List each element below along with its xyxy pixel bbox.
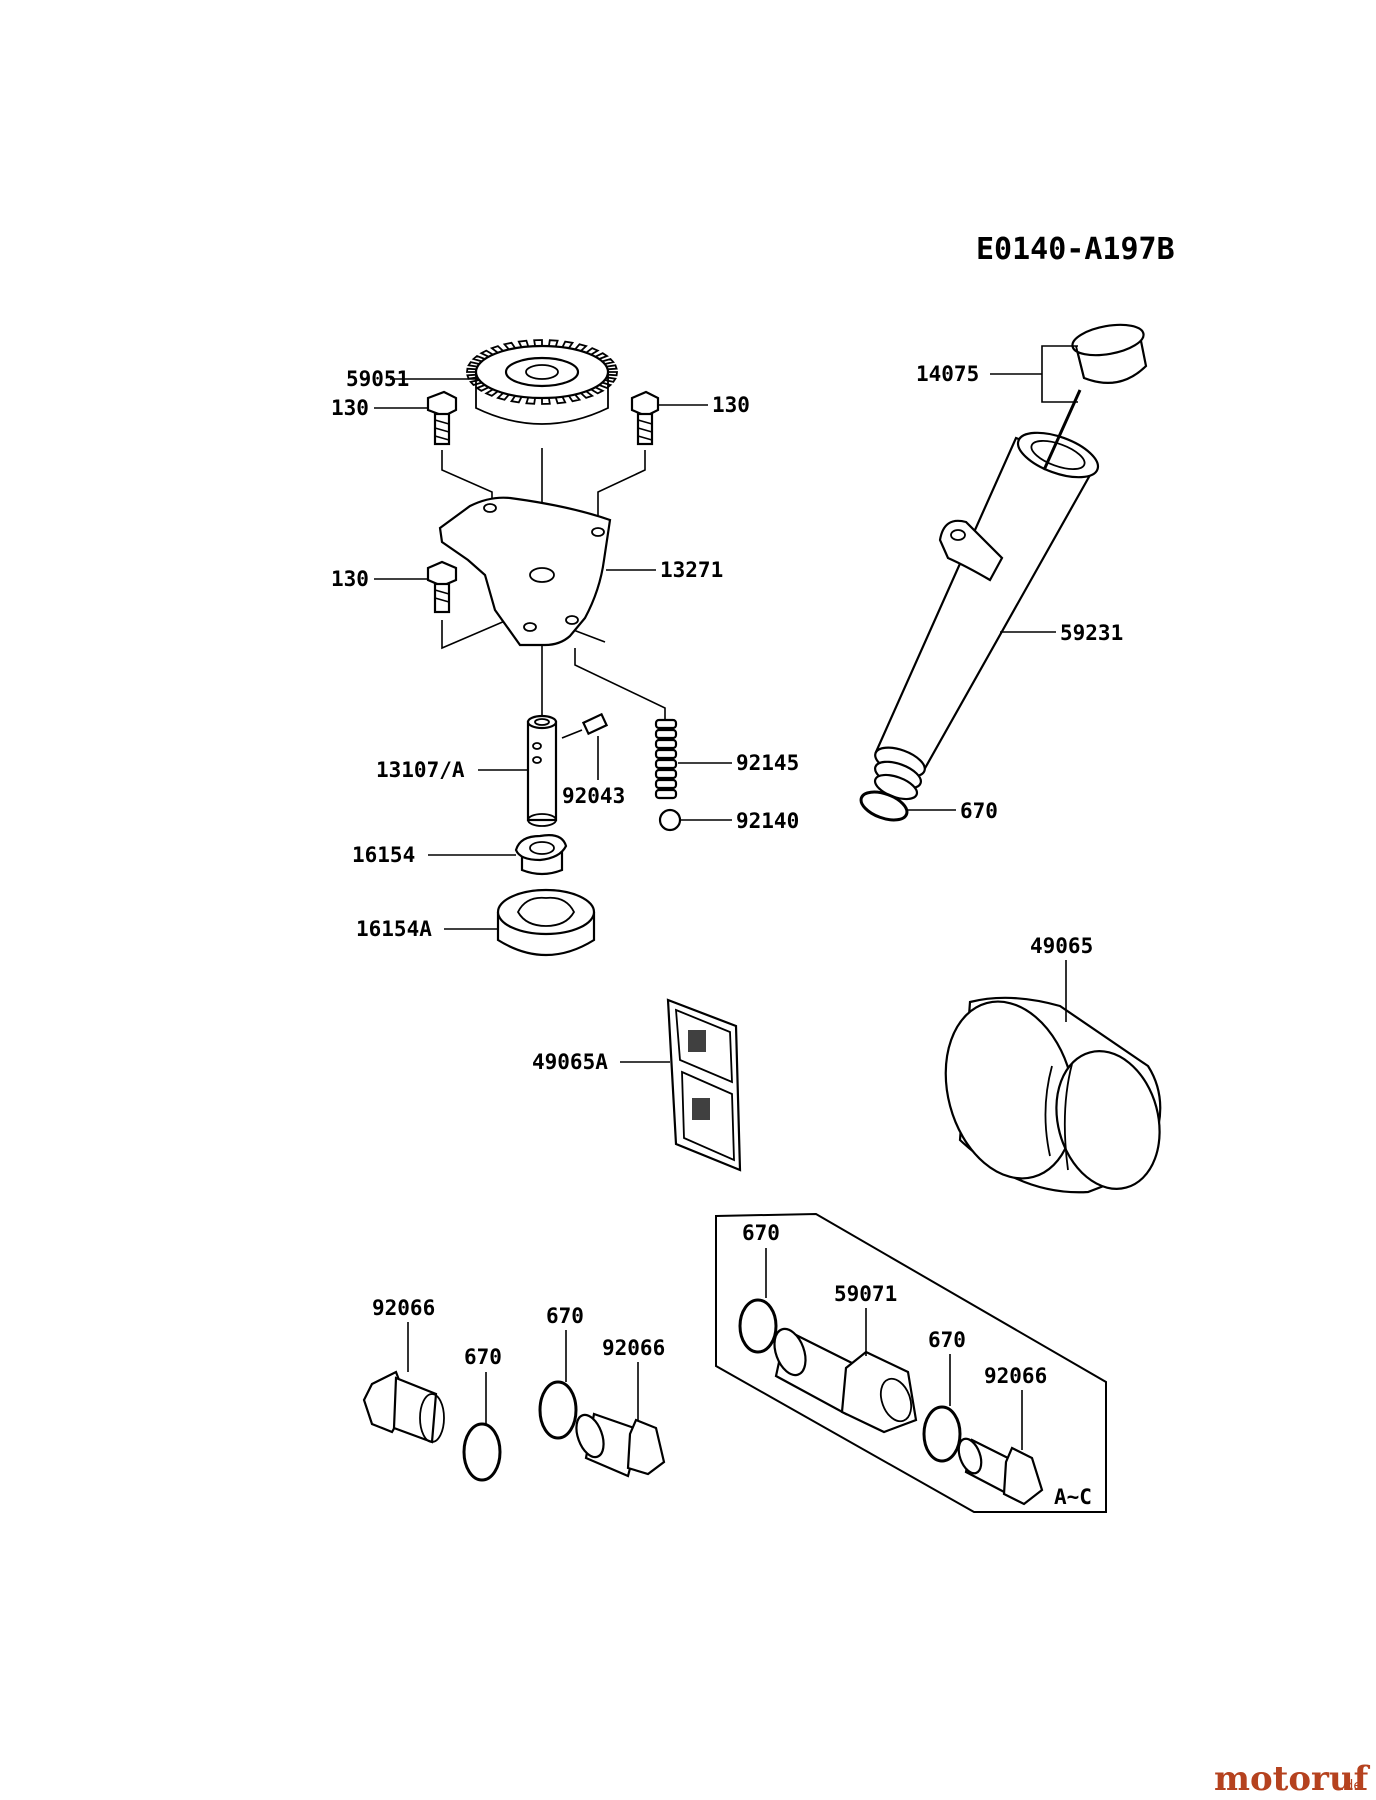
adapter-part[interactable] (769, 1325, 918, 1434)
bolt-130-lower[interactable] (426, 560, 458, 614)
outer-rotor-part[interactable] (496, 888, 596, 956)
o-ring-670-middle[interactable] (538, 1380, 578, 1440)
spring-part[interactable] (654, 718, 678, 800)
svg-text:motoruf: motoruf (1214, 1759, 1371, 1799)
label-49065: 49065 (1030, 934, 1093, 958)
plug-92066-kit[interactable] (954, 1436, 1044, 1506)
label-16154a: 16154A (356, 917, 432, 941)
diagram-code: E0140-A197B (976, 232, 1175, 267)
label-14075: 14075 (916, 362, 979, 386)
oil-filter-part[interactable] (927, 987, 1175, 1201)
gear-teeth (465, 339, 619, 405)
label-130-lower: 130 (331, 567, 369, 591)
o-ring-670-left[interactable] (462, 1422, 502, 1482)
label-670-kit-left: 670 (742, 1221, 780, 1245)
strainer-part[interactable] (666, 998, 742, 1172)
label-92066-middle: 92066 (602, 1336, 665, 1360)
kit-range-label: A~C (1054, 1485, 1092, 1509)
label-13107a: 13107/A (376, 758, 465, 782)
label-13271: 13271 (660, 558, 723, 582)
label-670-kit-right: 670 (928, 1328, 966, 1352)
o-ring-670-kit-right[interactable] (922, 1405, 962, 1463)
gear-part[interactable] (465, 339, 619, 425)
plug-92066-left[interactable] (362, 1370, 445, 1444)
label-59071: 59071 (834, 1282, 897, 1306)
pin-part[interactable] (581, 712, 609, 736)
watermark-logo: motoruf .de (1214, 1759, 1371, 1799)
svg-text:.de: .de (1340, 1778, 1362, 1794)
label-92140: 92140 (736, 809, 799, 833)
label-670-left: 670 (464, 1345, 502, 1369)
label-59051: 59051 (346, 367, 409, 391)
o-ring-670-kit-left[interactable] (738, 1298, 778, 1354)
dipstick-tube-part[interactable] (871, 424, 1103, 804)
label-92145: 92145 (736, 751, 799, 775)
bolt-130-right[interactable] (630, 390, 660, 446)
plate-part[interactable] (438, 496, 612, 647)
kit-frame (715, 1212, 1107, 1513)
inner-rotor-part[interactable] (514, 834, 568, 876)
bolt-130-left[interactable] (426, 390, 458, 446)
plug-92066-middle[interactable] (571, 1411, 666, 1478)
label-92043: 92043 (562, 784, 625, 808)
label-92066-kit: 92066 (984, 1364, 1047, 1388)
shaft-part[interactable] (526, 714, 558, 827)
label-59231: 59231 (1060, 621, 1123, 645)
o-ring-670-tube[interactable] (857, 787, 910, 826)
label-49065a: 49065A (532, 1050, 608, 1074)
ball-part[interactable] (658, 808, 682, 832)
label-16154: 16154 (352, 843, 415, 867)
label-130-right: 130 (712, 393, 750, 417)
label-130-left: 130 (331, 396, 369, 420)
label-92066-left: 92066 (372, 1296, 435, 1320)
label-670-middle: 670 (546, 1304, 584, 1328)
dipstick-part[interactable] (1042, 320, 1148, 471)
label-670-tube: 670 (960, 799, 998, 823)
